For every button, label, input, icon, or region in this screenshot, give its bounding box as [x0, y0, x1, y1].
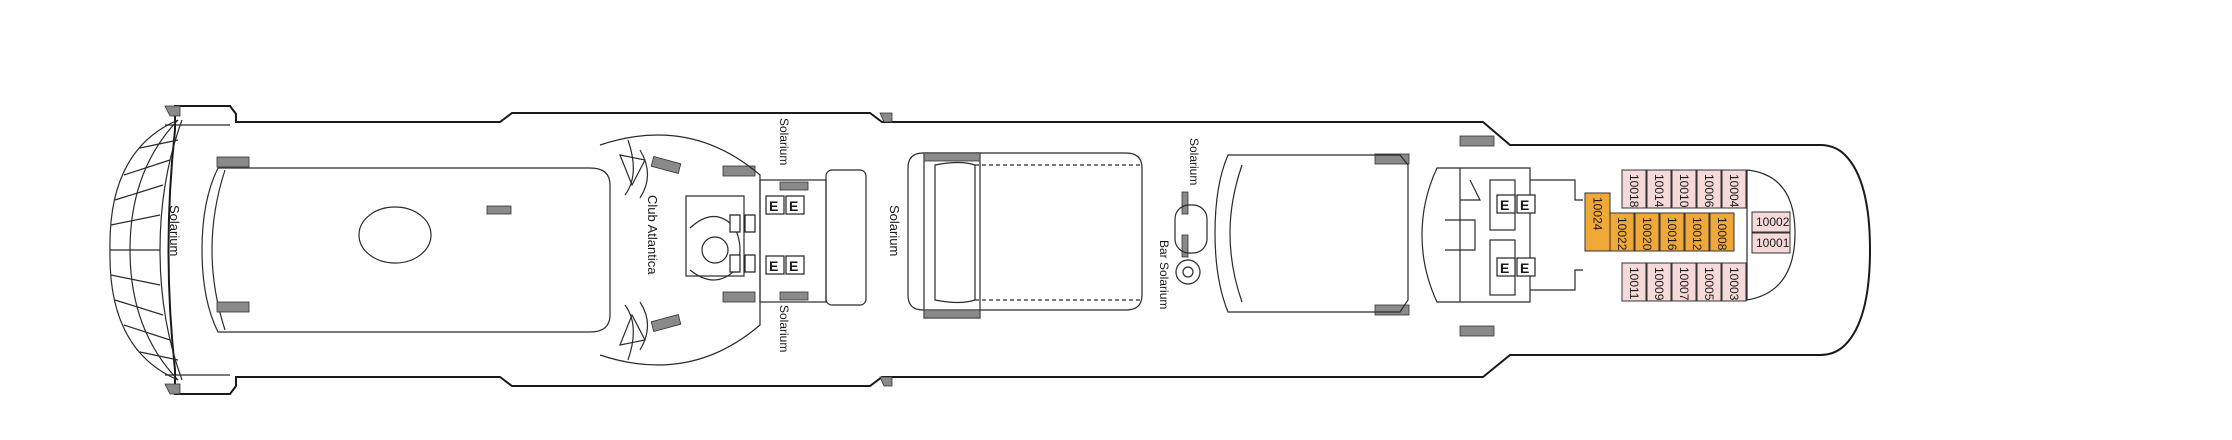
cabin-label: 10008	[1715, 217, 1729, 251]
cabin-10009[interactable]	[1646, 262, 1672, 302]
svg-text:E: E	[1520, 197, 1529, 213]
labels: Solarium Club Atlantica Solarium Solariu…	[167, 118, 1201, 352]
deck-fittings	[164, 105, 1495, 395]
label-bar-solarium: Bar Solarium	[1157, 240, 1171, 309]
cabin-10020[interactable]	[1634, 212, 1660, 252]
cabin-label: 10006	[1702, 174, 1716, 208]
cabin-label: 10016	[1665, 217, 1679, 251]
cabin-label: 10002	[1756, 215, 1790, 229]
cabin-10008[interactable]	[1709, 212, 1735, 252]
cabin-10011[interactable]	[1621, 262, 1647, 302]
elevator-mid-2	[785, 195, 805, 215]
cabin-10022[interactable]	[1609, 212, 1635, 252]
svg-text:E: E	[1500, 260, 1509, 276]
cabin-10007[interactable]	[1671, 262, 1697, 302]
center-pool	[907, 152, 1143, 319]
cabin-10006[interactable]	[1696, 169, 1722, 209]
cabin-label: 10011	[1627, 267, 1641, 300]
cabin-10014[interactable]	[1646, 169, 1672, 209]
elevator-fwd-2	[1516, 194, 1536, 214]
label-solarium-fwd: Solarium	[1187, 138, 1201, 185]
svg-text:E: E	[769, 198, 778, 214]
cabin-label: 10001	[1756, 236, 1790, 250]
cabin-label: 10009	[1652, 267, 1666, 301]
label-solarium-top-mid: Solarium	[777, 118, 791, 165]
cabin-10012[interactable]	[1684, 212, 1710, 252]
ship-hull	[165, 105, 1872, 395]
bow-suite-outline	[1746, 169, 1796, 301]
svg-text:E: E	[1520, 260, 1529, 276]
cabin-label: 10020	[1640, 217, 1654, 251]
elevator-mid-4	[785, 255, 805, 275]
bar-solarium-area	[1174, 204, 1208, 285]
label-solarium-center: Solarium	[887, 205, 902, 256]
cabin-label: 10014	[1652, 174, 1666, 208]
hot-tub	[358, 206, 432, 264]
cabin-10016[interactable]	[1659, 212, 1685, 252]
club-atlantica-area	[599, 134, 761, 366]
cabin-grid: 10018 10014 10010 10006 10004 10011 10009 10007…	[1584, 169, 1796, 302]
label-solarium-bottom-mid: Solarium	[777, 305, 791, 352]
fwd-pool	[1214, 154, 1409, 313]
cabin-label: 10007	[1677, 267, 1691, 301]
cabin-10010[interactable]	[1671, 169, 1697, 209]
cabin-label: 10018	[1627, 174, 1641, 208]
cabin-10005[interactable]	[1696, 262, 1722, 302]
svg-text:E: E	[1500, 197, 1509, 213]
elevator-fwd-1	[1496, 194, 1516, 214]
elevator-fwd-4	[1516, 257, 1536, 277]
cabin-10024[interactable]	[1584, 192, 1611, 252]
cabin-10002[interactable]	[1751, 211, 1791, 233]
svg-text:E: E	[789, 198, 798, 214]
svg-text:E: E	[769, 258, 778, 274]
cabin-10001[interactable]	[1751, 232, 1791, 254]
forward-block: E E E E	[1421, 167, 1583, 303]
cabin-label: 10024	[1591, 197, 1605, 231]
cabin-label: 10022	[1615, 217, 1629, 251]
cabin-label: 10010	[1677, 174, 1691, 208]
label-club-atlantica: Club Atlantica	[645, 195, 660, 275]
cabin-label: 10003	[1727, 267, 1741, 301]
mid-elevator-block: E E E E	[759, 169, 867, 306]
aft-solarium-fan	[109, 119, 183, 381]
elevator-mid-3	[765, 255, 785, 275]
svg-text:E: E	[789, 258, 798, 274]
elevator-mid-1	[765, 195, 785, 215]
cabin-label: 10012	[1690, 217, 1704, 251]
label-solarium-aft: Solarium	[167, 205, 182, 256]
elevator-fwd-3	[1496, 257, 1516, 277]
cabin-10003[interactable]	[1721, 262, 1747, 302]
aft-pool-deck	[201, 167, 611, 333]
cabin-10004[interactable]	[1721, 169, 1747, 209]
cabin-label: 10005	[1702, 267, 1716, 301]
cabin-10018[interactable]	[1621, 169, 1647, 209]
cabin-label: 10004	[1727, 174, 1741, 208]
